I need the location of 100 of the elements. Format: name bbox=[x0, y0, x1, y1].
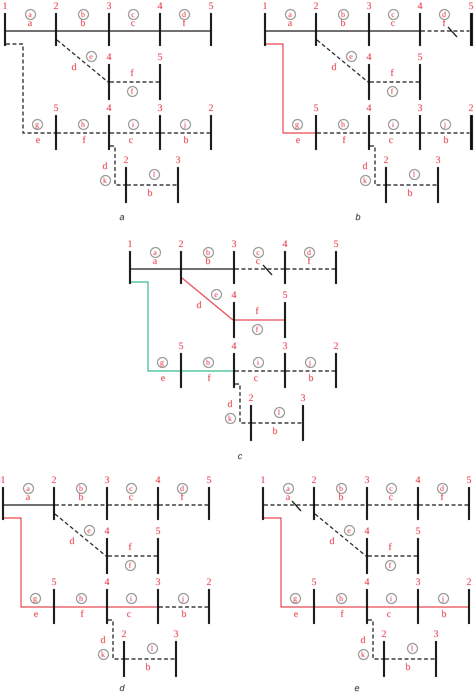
bus-number: 4 bbox=[282, 240, 288, 250]
line-label: c bbox=[130, 19, 136, 29]
line-label: b bbox=[338, 493, 344, 503]
line-label: f bbox=[130, 69, 134, 79]
connector-line bbox=[235, 268, 284, 270]
connector-line bbox=[108, 555, 157, 557]
line-label: b bbox=[444, 136, 448, 146]
connector-line bbox=[6, 43, 55, 134]
circled-letter: b bbox=[76, 482, 86, 494]
circled-letter: e bbox=[346, 50, 356, 62]
circled-letter: d bbox=[176, 482, 188, 494]
connector-line bbox=[182, 268, 233, 270]
line-label: a bbox=[152, 257, 158, 267]
line-label: b bbox=[146, 663, 150, 673]
circled-letter: j bbox=[304, 356, 316, 368]
line-label: b bbox=[406, 663, 410, 673]
circled-letter: l bbox=[148, 168, 160, 180]
bus-number: 4 bbox=[366, 53, 372, 63]
connector-line bbox=[110, 81, 159, 83]
line-label: b bbox=[80, 19, 86, 29]
panel-label: d bbox=[120, 683, 124, 693]
line-label: c bbox=[126, 610, 132, 620]
connector-line bbox=[317, 30, 368, 32]
line-label: d bbox=[330, 537, 334, 547]
connector-line bbox=[368, 504, 417, 506]
bus-number: 5 bbox=[334, 240, 338, 250]
line-label: c bbox=[390, 19, 396, 29]
connector-line bbox=[419, 504, 468, 506]
line-label: d bbox=[332, 63, 336, 73]
circled-letter: i bbox=[388, 118, 398, 130]
bus-number: 5 bbox=[416, 527, 420, 537]
line-label: d bbox=[362, 162, 368, 172]
connector-line bbox=[161, 132, 210, 134]
connector-line bbox=[131, 268, 180, 270]
connector-line bbox=[387, 184, 437, 186]
line-label: b bbox=[308, 374, 314, 384]
line-label: b bbox=[206, 257, 210, 267]
line-label: b bbox=[78, 493, 84, 503]
line-label: c bbox=[254, 374, 258, 384]
bus-number: 2 bbox=[124, 156, 128, 166]
panel-label: a bbox=[120, 212, 124, 222]
bus-number: 5 bbox=[156, 527, 160, 537]
circled-letter: b bbox=[202, 246, 214, 258]
connector-line bbox=[370, 132, 419, 134]
bus-number: 5 bbox=[206, 476, 212, 486]
bus-number: 5 bbox=[312, 578, 316, 588]
circled-letter: j bbox=[178, 592, 188, 604]
line-label: e bbox=[296, 136, 300, 146]
bus-number: 4 bbox=[106, 104, 112, 114]
circled-letter: k bbox=[224, 412, 236, 424]
bus-number: 2 bbox=[312, 476, 316, 486]
bus-number: 5 bbox=[52, 578, 56, 588]
connector-line bbox=[368, 606, 417, 608]
connector-line bbox=[56, 40, 108, 82]
circled-letter: b bbox=[336, 482, 346, 494]
bus-number: 2 bbox=[382, 630, 386, 640]
connector-line bbox=[110, 30, 159, 32]
connector-line bbox=[264, 517, 313, 608]
connector-line bbox=[286, 370, 335, 372]
panel-label: e bbox=[354, 683, 360, 693]
circled-letter: j bbox=[180, 118, 190, 130]
bus-number: 5 bbox=[418, 53, 422, 63]
connector-line bbox=[54, 514, 106, 556]
bus-number: 3 bbox=[232, 240, 236, 250]
circled-letter: h bbox=[338, 118, 348, 130]
bus-number: 4 bbox=[104, 578, 110, 588]
bus-number: 4 bbox=[364, 527, 370, 537]
bus-number: 2 bbox=[314, 2, 318, 12]
circled-letter: c bbox=[386, 482, 396, 494]
line-label: f bbox=[388, 543, 392, 553]
circled-letter: i bbox=[386, 592, 396, 604]
circled-letter: f bbox=[386, 86, 398, 96]
bus-number: 2 bbox=[54, 2, 58, 12]
line-label: e bbox=[36, 136, 40, 146]
line-label: c bbox=[388, 136, 394, 146]
circled-letter: g bbox=[32, 118, 42, 130]
bus-number: 3 bbox=[436, 156, 440, 166]
bus-number: 1 bbox=[128, 240, 132, 250]
bus-number: 2 bbox=[208, 104, 214, 114]
connector-line bbox=[108, 619, 123, 660]
connector-line bbox=[235, 370, 284, 372]
bus-number: 1 bbox=[2, 2, 8, 12]
connector-line bbox=[315, 504, 366, 506]
line-label: a bbox=[28, 19, 32, 29]
connector-line bbox=[4, 504, 53, 506]
line-label: d bbox=[228, 400, 232, 410]
circled-letter: c bbox=[388, 8, 398, 20]
bus-number: 2 bbox=[178, 240, 184, 250]
line-label: c bbox=[128, 493, 134, 503]
connector-line bbox=[368, 619, 383, 660]
line-label: c bbox=[128, 136, 134, 146]
connector-line bbox=[315, 606, 366, 608]
connector-line bbox=[370, 30, 419, 32]
bus-number: 4 bbox=[366, 104, 372, 114]
bus-number: 3 bbox=[282, 342, 288, 352]
circled-letter: j bbox=[438, 592, 448, 604]
connector-line bbox=[370, 81, 419, 83]
bus-number: 1 bbox=[260, 476, 266, 486]
circled-letter: b bbox=[78, 8, 88, 20]
connector-line bbox=[370, 145, 385, 186]
